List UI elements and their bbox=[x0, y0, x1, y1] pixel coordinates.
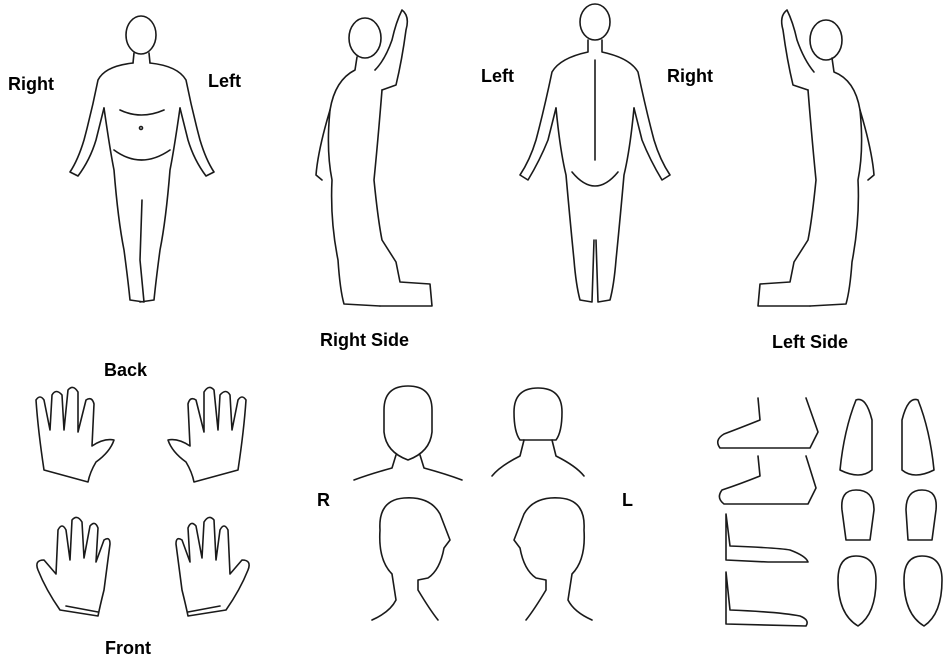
feet-views-figure bbox=[0, 0, 949, 664]
